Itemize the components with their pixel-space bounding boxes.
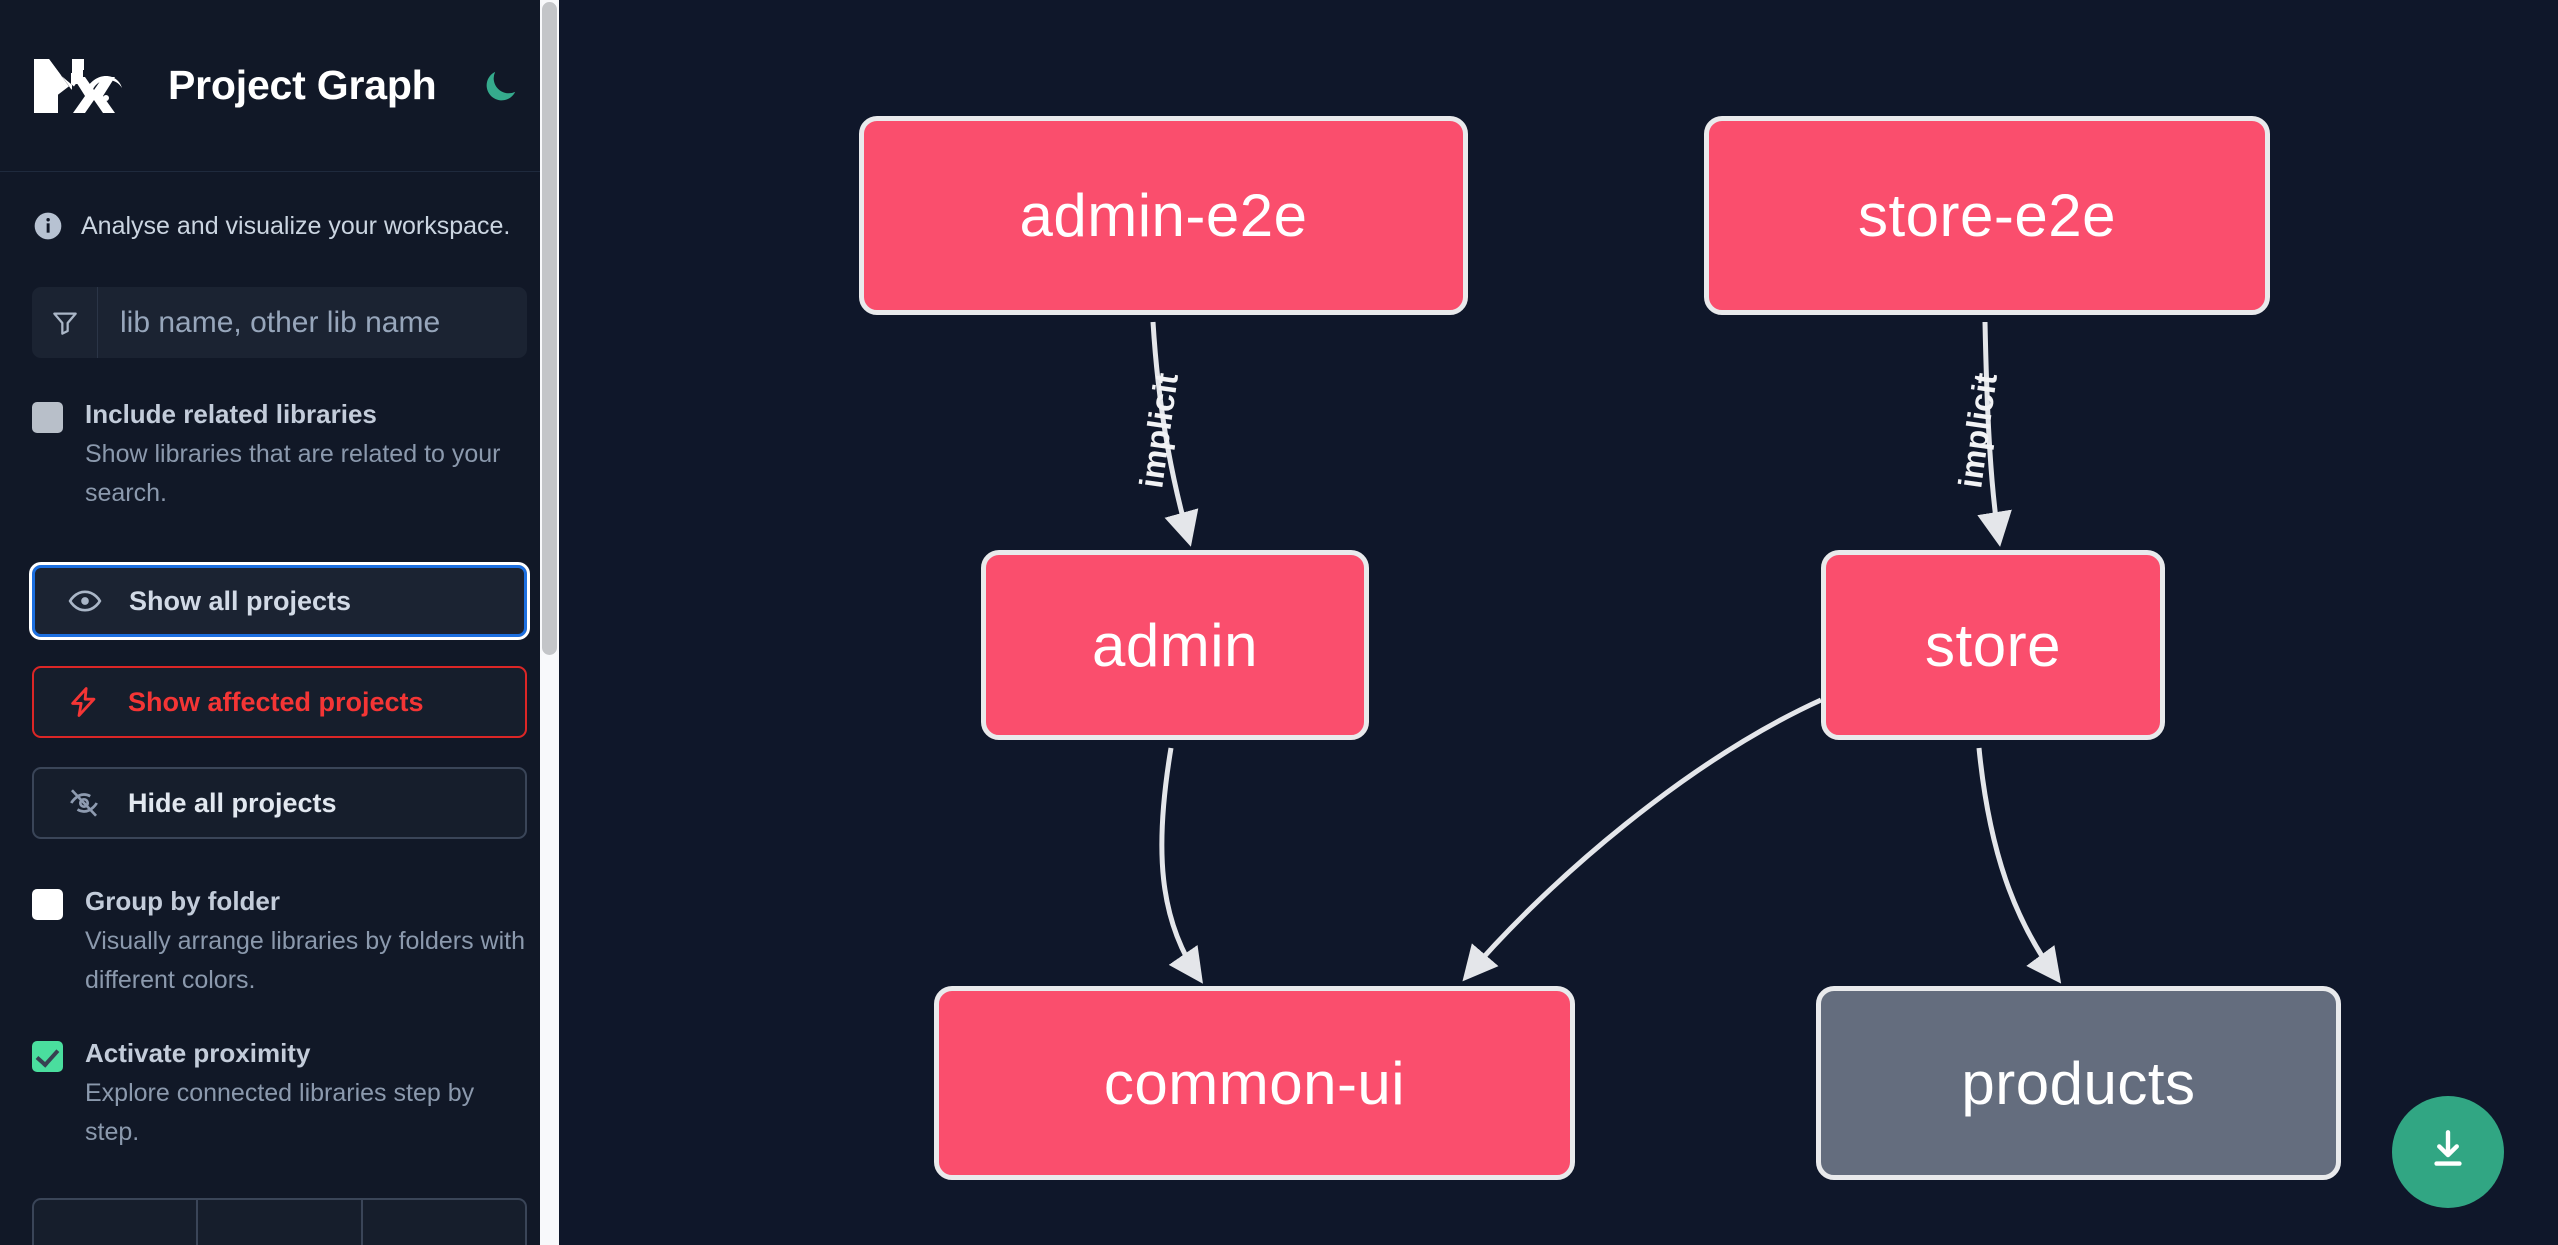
nx-logo-icon <box>32 55 130 117</box>
sidebar: Project Graph Analyse and visualize your… <box>0 0 559 1245</box>
search-input[interactable] <box>98 287 527 358</box>
edge-label-implicit-admin: implicit <box>1132 371 1185 491</box>
graph-canvas[interactable]: implicit implicit admin-e2e store-e2e ad… <box>559 0 2558 1245</box>
page-title: Project Graph <box>168 62 437 108</box>
graph-edges: implicit implicit <box>1132 321 2062 984</box>
graph-node-store-e2e[interactable]: store-e2e <box>1704 116 2270 315</box>
lightning-bolt-icon <box>64 682 104 722</box>
button-label: Show all projects <box>129 585 352 616</box>
visibility-button-group: Show all projects Show affected projects <box>0 562 559 839</box>
download-graph-button[interactable] <box>2392 1096 2504 1208</box>
edge-label-implicit-store: implicit <box>1951 371 2004 491</box>
option-include-related-libraries[interactable]: Include related libraries Show libraries… <box>0 398 559 513</box>
hide-all-projects-button[interactable]: Hide all projects <box>32 767 527 839</box>
option-group-by-folder[interactable]: Group by folder Visually arrange librari… <box>0 885 559 1000</box>
checkbox-include-related-libraries[interactable] <box>32 402 63 433</box>
checkbox-activate-proximity[interactable] <box>32 1041 63 1072</box>
button-label: Show affected projects <box>128 686 424 717</box>
graph-node-store[interactable]: store <box>1821 550 2165 740</box>
segment-value[interactable] <box>198 1200 363 1245</box>
search-bar <box>32 287 527 358</box>
eye-off-icon <box>64 783 104 823</box>
moon-icon[interactable] <box>477 62 525 110</box>
filter-funnel-icon <box>32 287 98 358</box>
graph-node-admin-e2e[interactable]: admin-e2e <box>859 116 1468 315</box>
option-description: Explore connected libraries step by step… <box>85 1079 475 1146</box>
info-text: Analyse and visualize your workspace. <box>81 211 511 240</box>
sidebar-scrollbar-track[interactable] <box>540 0 559 1245</box>
edge-store-to-common-ui <box>1462 697 1823 982</box>
segment-decrease[interactable] <box>34 1200 199 1245</box>
option-label: Include related libraries <box>85 399 377 429</box>
show-affected-projects-button[interactable]: Show affected projects <box>32 666 527 738</box>
segment-increase[interactable] <box>363 1200 525 1245</box>
sidebar-header: Project Graph <box>0 0 559 172</box>
option-description: Show libraries that are related to your … <box>85 440 501 507</box>
node-label: store <box>1925 611 2061 679</box>
option-activate-proximity[interactable]: Activate proximity Explore connected lib… <box>0 1037 559 1152</box>
button-label: Hide all projects <box>128 787 337 818</box>
node-label: products <box>1961 1049 2196 1117</box>
node-label: store-e2e <box>1858 182 2116 249</box>
graph-node-products[interactable]: products <box>1816 986 2341 1180</box>
node-label: admin <box>1092 611 1258 679</box>
option-label: Activate proximity <box>85 1038 311 1068</box>
sidebar-scrollbar-thumb[interactable] <box>542 2 557 655</box>
checkbox-group-by-folder[interactable] <box>32 889 63 920</box>
graph-node-common-ui[interactable]: common-ui <box>934 986 1575 1180</box>
node-label: common-ui <box>1103 1049 1406 1117</box>
edge-admin-e2e-to-admin <box>1150 321 1199 547</box>
info-banner: Analyse and visualize your workspace. <box>0 172 559 242</box>
show-all-projects-button[interactable]: Show all projects <box>29 562 530 640</box>
download-icon <box>2423 1125 2473 1180</box>
edge-admin-to-common-ui <box>1159 747 1203 984</box>
proximity-step-segmented-control[interactable] <box>32 1198 527 1245</box>
eye-icon <box>65 581 105 621</box>
edge-store-e2e-to-store <box>1977 321 2012 547</box>
graph-node-admin[interactable]: admin <box>981 550 1369 740</box>
info-circle-icon <box>32 210 64 242</box>
option-label: Group by folder <box>85 886 280 916</box>
option-description: Visually arrange libraries by folders wi… <box>85 927 526 994</box>
edge-store-to-products <box>1976 747 2062 984</box>
node-label: admin-e2e <box>1019 182 1308 249</box>
